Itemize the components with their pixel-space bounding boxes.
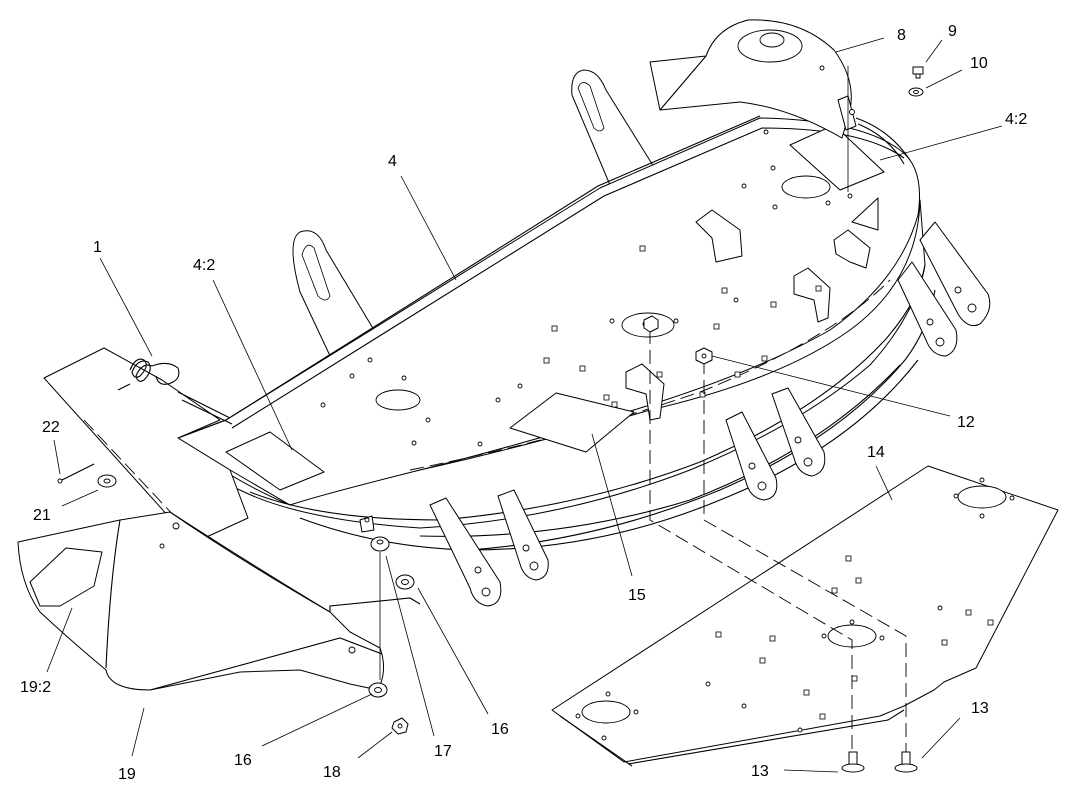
part-22-cotter-pin: [57, 463, 95, 484]
part-19-discharge-deflector: [17, 511, 421, 691]
callout-14: 14: [867, 444, 885, 461]
part-12-nut: [695, 347, 713, 365]
deck-square-holes: [543, 245, 822, 408]
center-nut: [643, 315, 659, 333]
deck-decal-15: [509, 392, 635, 453]
assembly-line-center: [649, 330, 853, 760]
deck-bracket-b: [793, 267, 831, 323]
part-16-washer-lower: [368, 682, 388, 698]
plate-round-holes: [575, 477, 1015, 741]
callout-21: 21: [33, 507, 51, 524]
callout-18: 18: [323, 764, 341, 781]
callout-13-right: 13: [971, 700, 989, 717]
plate-square-holes: [715, 555, 994, 720]
part-13-bolt-right: [894, 751, 918, 773]
callout-8: 8: [897, 27, 906, 44]
callout-19: 19: [118, 766, 136, 783]
callout-13-left: 13: [751, 763, 769, 780]
deck-decal-4-2-right: [789, 124, 885, 191]
deck-bracket-c: [833, 229, 871, 269]
callout-22: 22: [42, 419, 60, 436]
part-10-washer: [908, 87, 924, 97]
deck-decal-4-2-left: [225, 431, 325, 491]
part-18-nut: [391, 717, 409, 735]
deck-round-holes: [320, 129, 853, 447]
callout-16-left: 16: [234, 752, 252, 769]
part-9-bolt: [912, 66, 924, 79]
part-14-bottom-plate: [551, 465, 1059, 767]
deck-mount-bracket-left: [292, 230, 381, 361]
callout-15: 15: [628, 587, 646, 604]
leader-lines: [46, 37, 1003, 773]
part-16-washer-upper: [395, 574, 415, 590]
callout-4-2-right: 4:2: [1005, 111, 1027, 128]
callout-16-right: 16: [491, 721, 509, 738]
callout-1: 1: [93, 239, 102, 256]
mower-deck-housing: [177, 69, 936, 551]
callout-9: 9: [948, 23, 957, 40]
callout-19-2: 19:2: [20, 679, 51, 696]
part-17-spacer: [359, 515, 390, 552]
callout-4-2-left: 4:2: [193, 257, 215, 274]
part-8-chute-guard: [649, 19, 911, 165]
skirt-brackets-right: [725, 221, 991, 501]
part-13-bolt-left: [841, 751, 865, 773]
skirt-brackets-front: [429, 489, 549, 607]
callout-labels: 1 4 4:2 4:2 8 9 10 12 13 13 14 15 16 16 …: [20, 23, 1027, 783]
assembly-line-12: [703, 360, 907, 760]
callout-12: 12: [957, 414, 975, 431]
callout-17: 17: [434, 743, 452, 760]
callout-10: 10: [970, 55, 988, 72]
part-19-decal: [29, 547, 103, 607]
part-21-washer: [97, 474, 117, 488]
callout-4: 4: [388, 153, 397, 170]
deck-bracket-d: [625, 363, 665, 421]
deck-bracket-a: [695, 209, 743, 263]
